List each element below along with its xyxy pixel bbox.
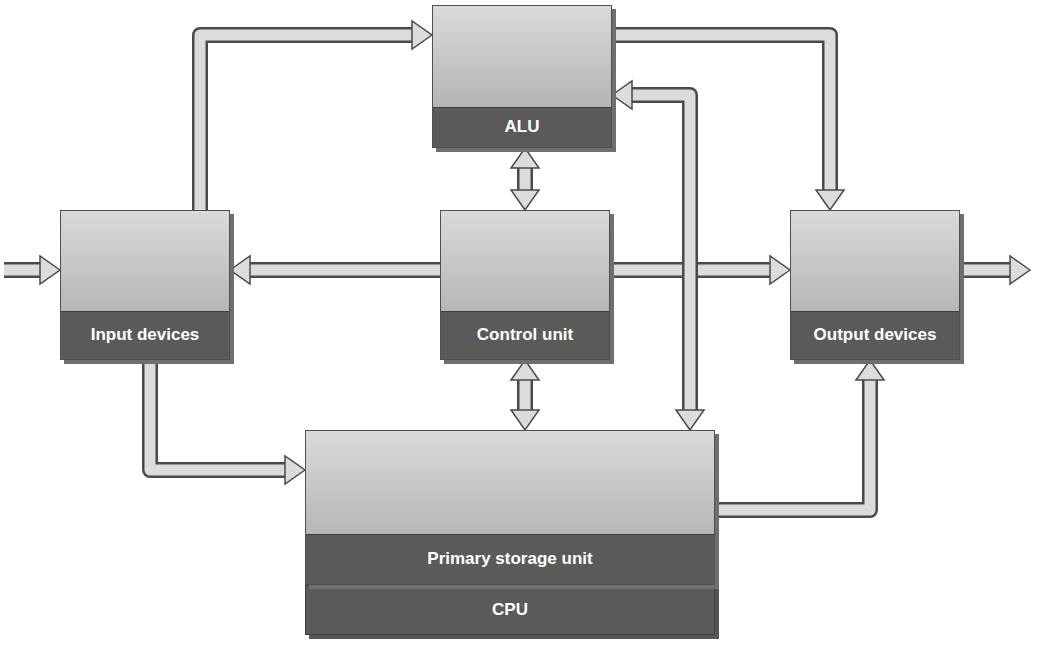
data-flow-arrow — [612, 81, 704, 430]
node-label: ALU — [505, 117, 540, 137]
arrow-head — [511, 148, 539, 168]
input-arrow — [4, 256, 60, 284]
arrow-head — [511, 190, 539, 210]
label-band: Input devices — [61, 311, 229, 359]
arrow-head — [412, 21, 432, 49]
arrow-head — [612, 81, 632, 109]
node-label: Input devices — [91, 325, 200, 345]
unit-box: Primary storage unit — [305, 430, 715, 585]
node-label: Control unit — [477, 325, 573, 345]
data-flow-arrow — [150, 360, 305, 484]
data-flow-arrow — [612, 35, 844, 210]
data-flow-arrow — [230, 256, 440, 284]
arrow-head — [676, 410, 704, 430]
arrow-head — [285, 456, 305, 484]
arrow-head — [856, 360, 884, 380]
cpu-slab: CPU ALU Control unitPrimary storage unit — [245, 0, 845, 640]
unit-box: Input devices — [60, 210, 230, 360]
cpu-label-band: CPU — [305, 585, 715, 635]
data-flow-arrow — [200, 21, 432, 210]
data-flow-arrow — [610, 256, 790, 284]
node-label: Primary storage unit — [427, 549, 592, 569]
label-band: Output devices — [791, 311, 959, 359]
label-band: Primary storage unit — [306, 534, 714, 584]
data-flow-arrow — [715, 360, 884, 510]
node-label: CPU — [492, 600, 528, 620]
node-label: Output devices — [814, 325, 937, 345]
arrow-head — [511, 360, 539, 380]
data-flow-arrow — [511, 148, 539, 210]
unit-box: Control unit — [440, 210, 610, 360]
arrow-head — [816, 190, 844, 210]
label-band: ALU — [433, 107, 611, 147]
arrow-head — [511, 410, 539, 430]
unit-box: ALU — [432, 5, 612, 148]
data-flow-arrow — [511, 360, 539, 430]
arrow-head — [230, 256, 250, 284]
unit-box: Output devices — [790, 210, 960, 360]
arrow-head — [770, 256, 790, 284]
output-arrow — [962, 256, 1030, 284]
label-band: Control unit — [441, 311, 609, 359]
